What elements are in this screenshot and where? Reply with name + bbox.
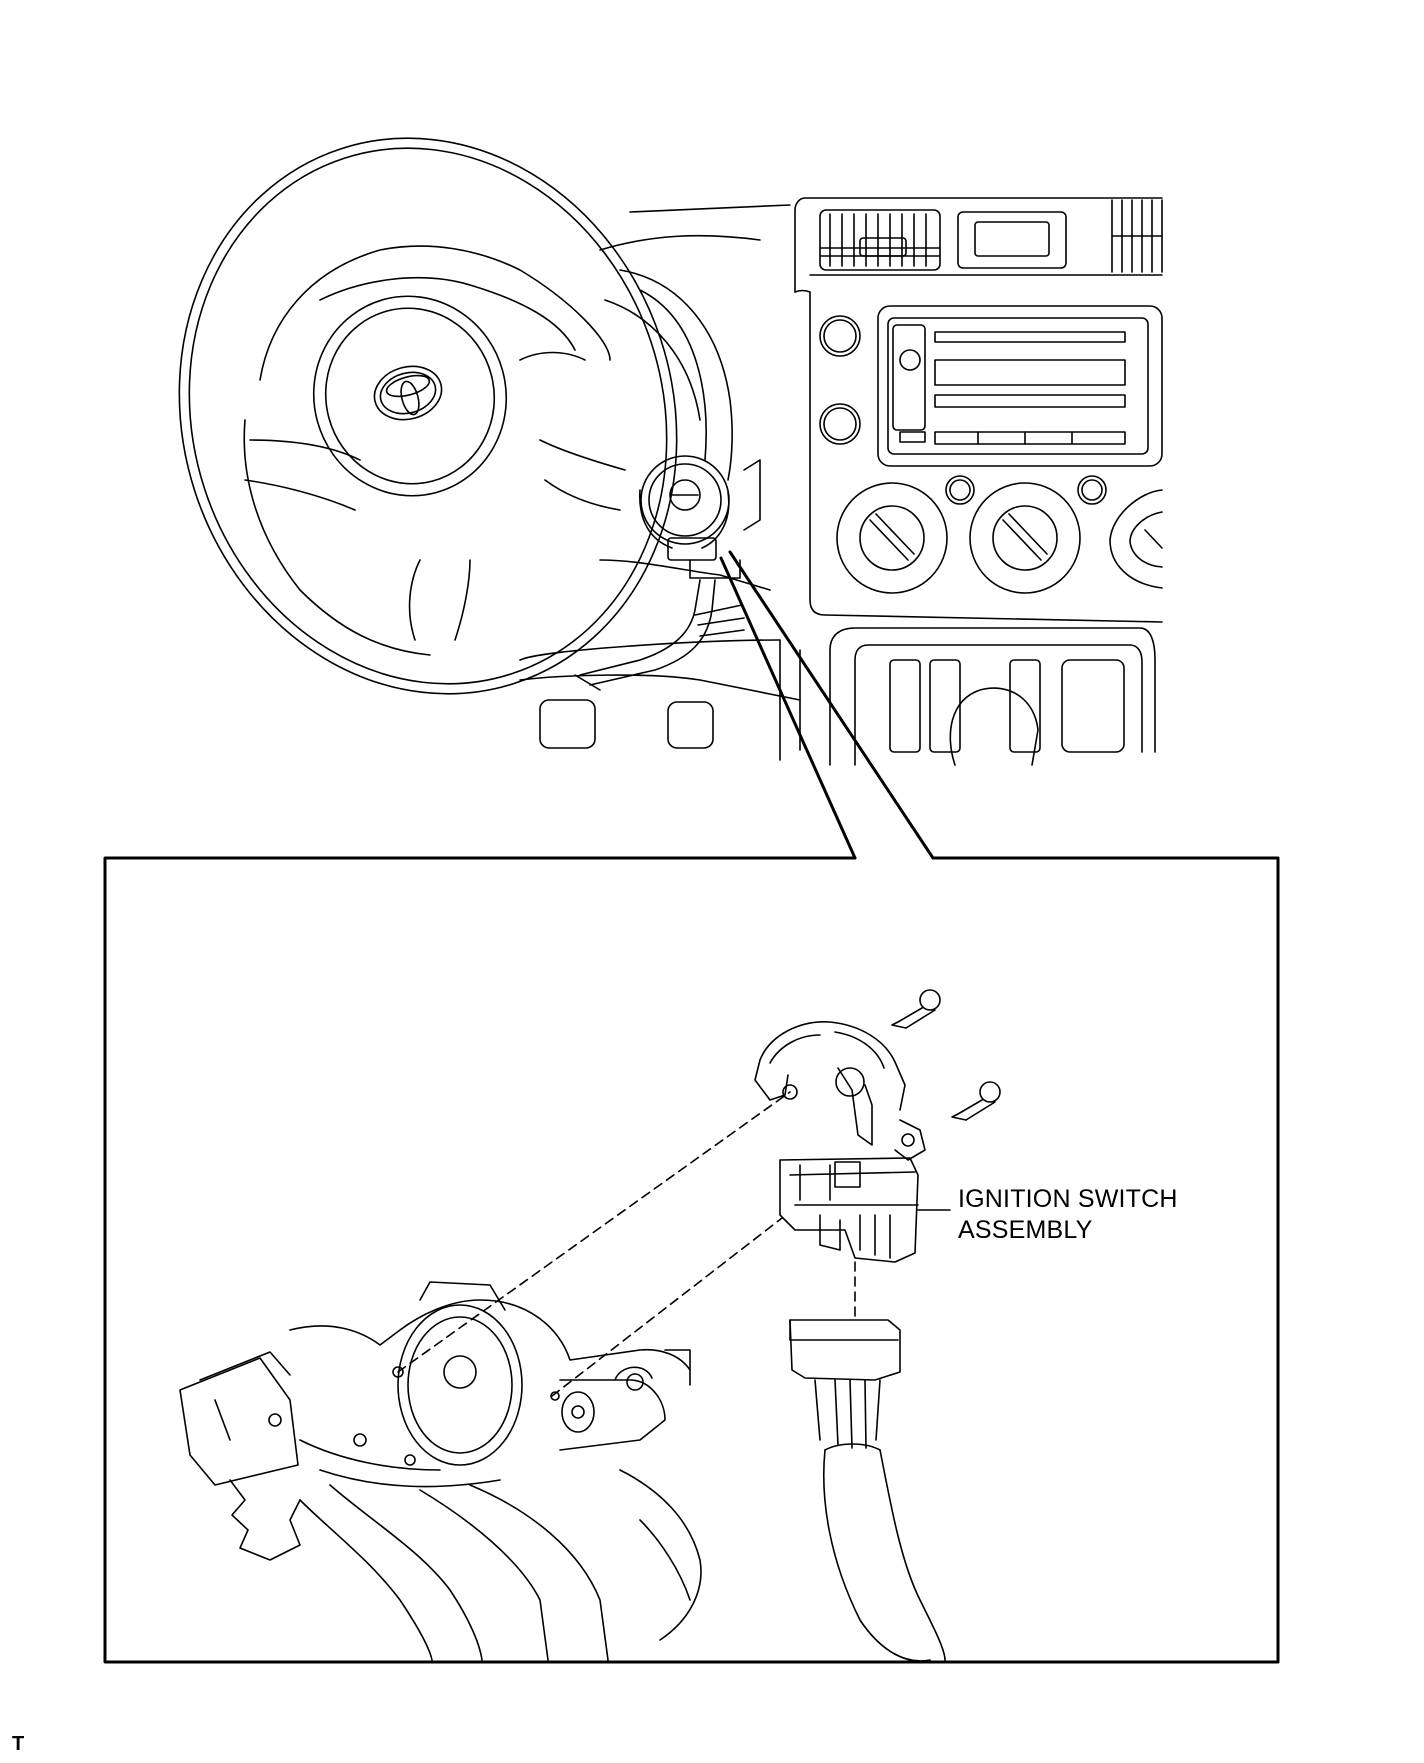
detail-leader-lines [719, 550, 935, 860]
connector-plug [789, 1319, 946, 1662]
corner-mark: T [12, 1733, 25, 1755]
alignment-dashes [397, 1091, 856, 1397]
center-stack [794, 197, 1163, 623]
air-vent-right [1111, 199, 1163, 273]
air-vent-left [819, 209, 941, 271]
audio-unit [819, 305, 1163, 467]
clock-display [957, 211, 1067, 269]
dash-cowl-line [599, 204, 791, 591]
climate-knob-center [969, 482, 1081, 594]
screw-icon [951, 1081, 1001, 1121]
screw-icon [891, 989, 941, 1029]
wire-harness-top [574, 579, 745, 691]
ignition-switch-callout: IGNITION SWITCH ASSEMBLY [958, 1184, 1258, 1246]
callout-line-2: ASSEMBLY [958, 1216, 1093, 1244]
callout-line-1: IGNITION SWITCH [958, 1185, 1178, 1213]
indicator-button-left [945, 475, 975, 505]
ignition-switch-assembly [754, 1021, 926, 1263]
steering-wheel [178, 137, 678, 695]
detail-frame [103, 856, 1280, 1664]
climate-knob-right [1109, 489, 1163, 589]
lower-dash-panels [519, 639, 801, 761]
shift-console [829, 627, 1156, 766]
ignition-key-cylinder [639, 455, 761, 579]
dashboard-overview [178, 137, 1163, 766]
indicator-button-right [1077, 475, 1107, 505]
steering-hub [312, 295, 508, 497]
instrument-cluster [519, 269, 733, 481]
detail-view [103, 856, 1280, 1664]
climate-knob-left [836, 482, 948, 594]
toyota-emblem-icon [373, 365, 443, 421]
steering-column [179, 1281, 702, 1661]
